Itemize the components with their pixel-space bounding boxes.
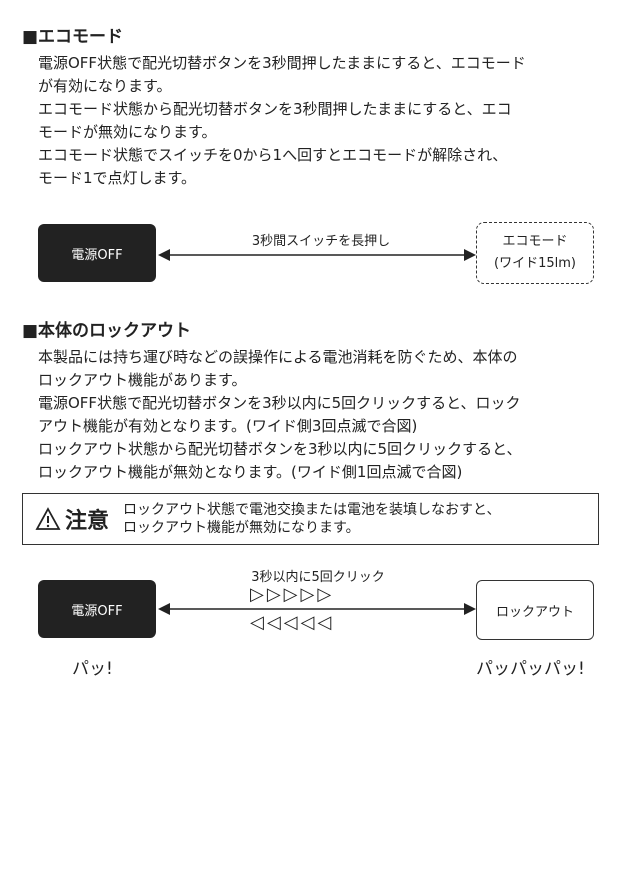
lockout-double-arrow-icon [158, 603, 476, 615]
eco-mode-box: エコモード (ワイド15lm) [476, 222, 594, 284]
eco-line-2: が有効になります。 [38, 77, 172, 95]
eco-double-arrow-icon [158, 249, 476, 261]
eco-line-6: モード1で点灯します。 [38, 169, 197, 187]
eco-line-1: 電源OFF状態で配光切替ボタンを3秒間押したままにすると、エコモード [38, 54, 526, 72]
sound-right: パッパッパッ! [476, 659, 585, 679]
lockout-line-6: ロックアウト機能が無効となります。(ワイド側1回点滅で合図) [38, 463, 463, 481]
lockout-line-2: ロックアウト機能があります。 [38, 371, 247, 389]
eco-arrow-label: 3秒間スイッチを長押し [251, 234, 391, 249]
lockout-line-4: アウト機能が有効となります。(ワイド側3回点滅で合図) [38, 417, 418, 435]
sound-left: パッ! [72, 659, 113, 679]
caution-title: 注意 [35, 503, 109, 535]
eco-mode-box-line2: (ワイド15lm) [494, 256, 576, 271]
eco-heading: ■エコモード [22, 27, 124, 47]
caution-box: 注意 ロックアウト状態で電池交換または電池を装填しなおすと、 ロックアウト機能が… [22, 493, 599, 545]
lockout-line-3: 電源OFF状態で配光切替ボタンを3秒以内に5回クリックすると、ロック [38, 394, 521, 412]
right-triangles-icon: ▷▷▷▷▷ [250, 584, 335, 605]
eco-line-5: エコモード状態でスイッチを0から1へ回すとエコモードが解除され、 [38, 146, 508, 164]
lockout-power-off-box: 電源OFF [38, 580, 156, 638]
lockout-heading: ■本体のロックアウト [22, 321, 192, 341]
eco-mode-box-line1: エコモード [502, 234, 568, 249]
eco-line-4: モードが無効になります。 [38, 123, 217, 141]
caution-title-text: 注意 [65, 509, 110, 534]
caution-line-1: ロックアウト状態で電池交換または電池を装填しなおすと、 [123, 502, 501, 518]
lockout-line-5: ロックアウト状態から配光切替ボタンを3秒以内に5回クリックすると、 [38, 440, 522, 458]
left-triangles-icon: ◁◁◁◁◁ [250, 612, 335, 633]
lockout-arrow-label: 3秒以内に5回クリック [251, 570, 385, 585]
eco-line-3: エコモード状態から配光切替ボタンを3秒間押したままにすると、エコ [38, 100, 512, 118]
caution-body: ロックアウト状態で電池交換または電池を装填しなおすと、 ロックアウト機能が無効に… [123, 501, 500, 537]
lockout-line-1: 本製品には持ち運び時などの誤操作による電池消耗を防ぐため、本体の [38, 348, 518, 366]
caution-line-2: ロックアウト機能が無効になります。 [123, 520, 360, 536]
warning-icon [35, 507, 61, 530]
lockout-box: ロックアウト [476, 580, 594, 640]
eco-power-off-box: 電源OFF [38, 224, 156, 282]
